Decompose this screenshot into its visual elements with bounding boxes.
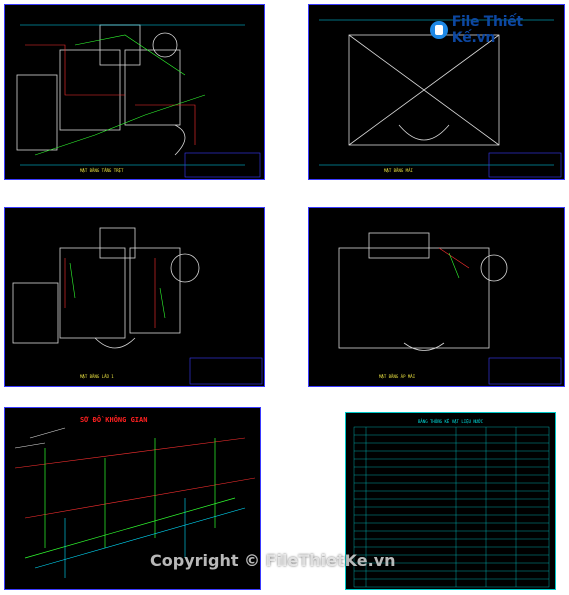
sheet-caption: MẶT BẰNG MÁI bbox=[384, 168, 413, 173]
materials-table-grid bbox=[353, 426, 550, 588]
sheet-caption: MẶT BẰNG TẦNG TRỆT bbox=[80, 168, 124, 173]
sheet-caption: MẶT BẰNG ÁP MÁI bbox=[379, 374, 416, 379]
drawing-sheet-first-floor[interactable]: MẶT BẰNG LẦU 1 bbox=[4, 207, 265, 387]
brand-logo: File Thiết Kế.vn bbox=[430, 14, 569, 46]
sheet-caption: MẶT BẰNG LẦU 1 bbox=[80, 374, 114, 379]
drawing-sheet-ground-floor[interactable]: MẶT BẰNG TẦNG TRỆT bbox=[4, 4, 265, 180]
copyright-watermark: Copyright © FileThietKe.vn bbox=[150, 551, 396, 570]
materials-table-sheet[interactable]: BẢNG THỐNG KÊ VẬT LIỆU NƯỚC bbox=[345, 412, 556, 590]
logo-text: File Thiết Kế.vn bbox=[451, 14, 523, 46]
attic-plan-drawing bbox=[338, 232, 562, 385]
drawing-sheet-isometric[interactable]: SƠ ĐỒ KHÔNG GIAN bbox=[4, 407, 261, 590]
sheet-title: SƠ ĐỒ KHÔNG GIAN bbox=[80, 416, 148, 424]
logo-mark-icon bbox=[430, 21, 448, 39]
ground-floor-plan-drawing bbox=[16, 24, 261, 178]
first-floor-plan-drawing bbox=[12, 227, 263, 385]
roof-plan-drawing bbox=[319, 19, 562, 178]
isometric-pipe-diagram bbox=[14, 427, 256, 578]
table-title: BẢNG THỐNG KÊ VẬT LIỆU NƯỚC bbox=[417, 419, 484, 424]
drawing-sheet-attic[interactable]: MẶT BẰNG ÁP MÁI bbox=[308, 207, 565, 387]
